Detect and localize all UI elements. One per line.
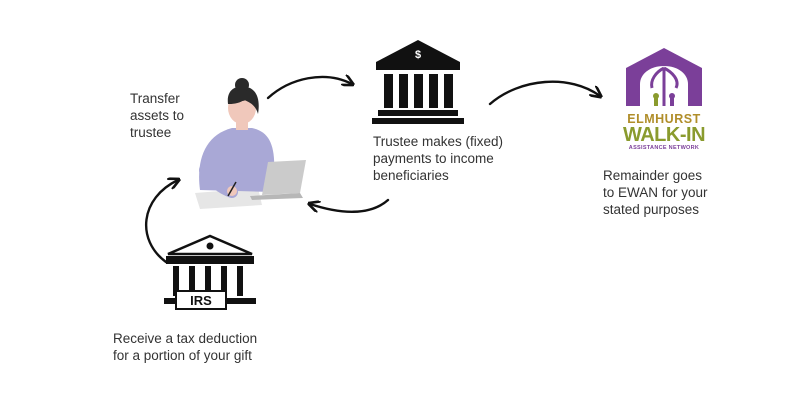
label-line: Trustee makes (fixed)	[373, 134, 504, 149]
house-tree-icon	[626, 48, 702, 106]
label-line: stated purposes	[603, 202, 700, 217]
label-line: Remainder goes	[603, 168, 703, 183]
label-line: for a portion of your gift	[113, 348, 252, 363]
woman-at-laptop-icon	[195, 78, 306, 209]
arrow-icon	[266, 77, 352, 100]
arrow-icon	[310, 198, 390, 213]
arrow-icon	[488, 80, 600, 106]
label-line: Transfer	[130, 91, 180, 106]
label-line: to EWAN for your	[603, 185, 708, 200]
dollar-sign: $	[415, 49, 421, 61]
trustee-payments-label: Trustee makes (fixed) payments to income…	[373, 133, 503, 184]
tax-deduction-label: Receive a tax deduction for a portion of…	[113, 330, 257, 364]
remainder-label: Remainder goes to EWAN for your stated p…	[603, 167, 708, 218]
logo-line-elmhurst: ELMHURST	[627, 112, 701, 126]
irs-building-icon: IRS	[164, 234, 256, 310]
bank-dollar-icon: $	[372, 40, 464, 124]
transfer-assets-label: Transfer assets to trustee	[130, 90, 184, 141]
irs-text: IRS	[190, 293, 212, 308]
arrow-icon	[145, 180, 178, 264]
label-line: trustee	[130, 125, 172, 140]
label-line: payments to income	[373, 151, 494, 166]
label-line: Receive a tax deduction	[113, 331, 258, 346]
label-line: beneficiaries	[373, 168, 449, 183]
ewan-logo: ELMHURST WALK-IN ASSISTANCE NETWORK	[606, 44, 722, 160]
logo-line-network: ASSISTANCE NETWORK	[628, 145, 700, 151]
logo-line-walk-in: WALK-IN	[622, 124, 706, 146]
label-line: assets to	[130, 108, 185, 123]
